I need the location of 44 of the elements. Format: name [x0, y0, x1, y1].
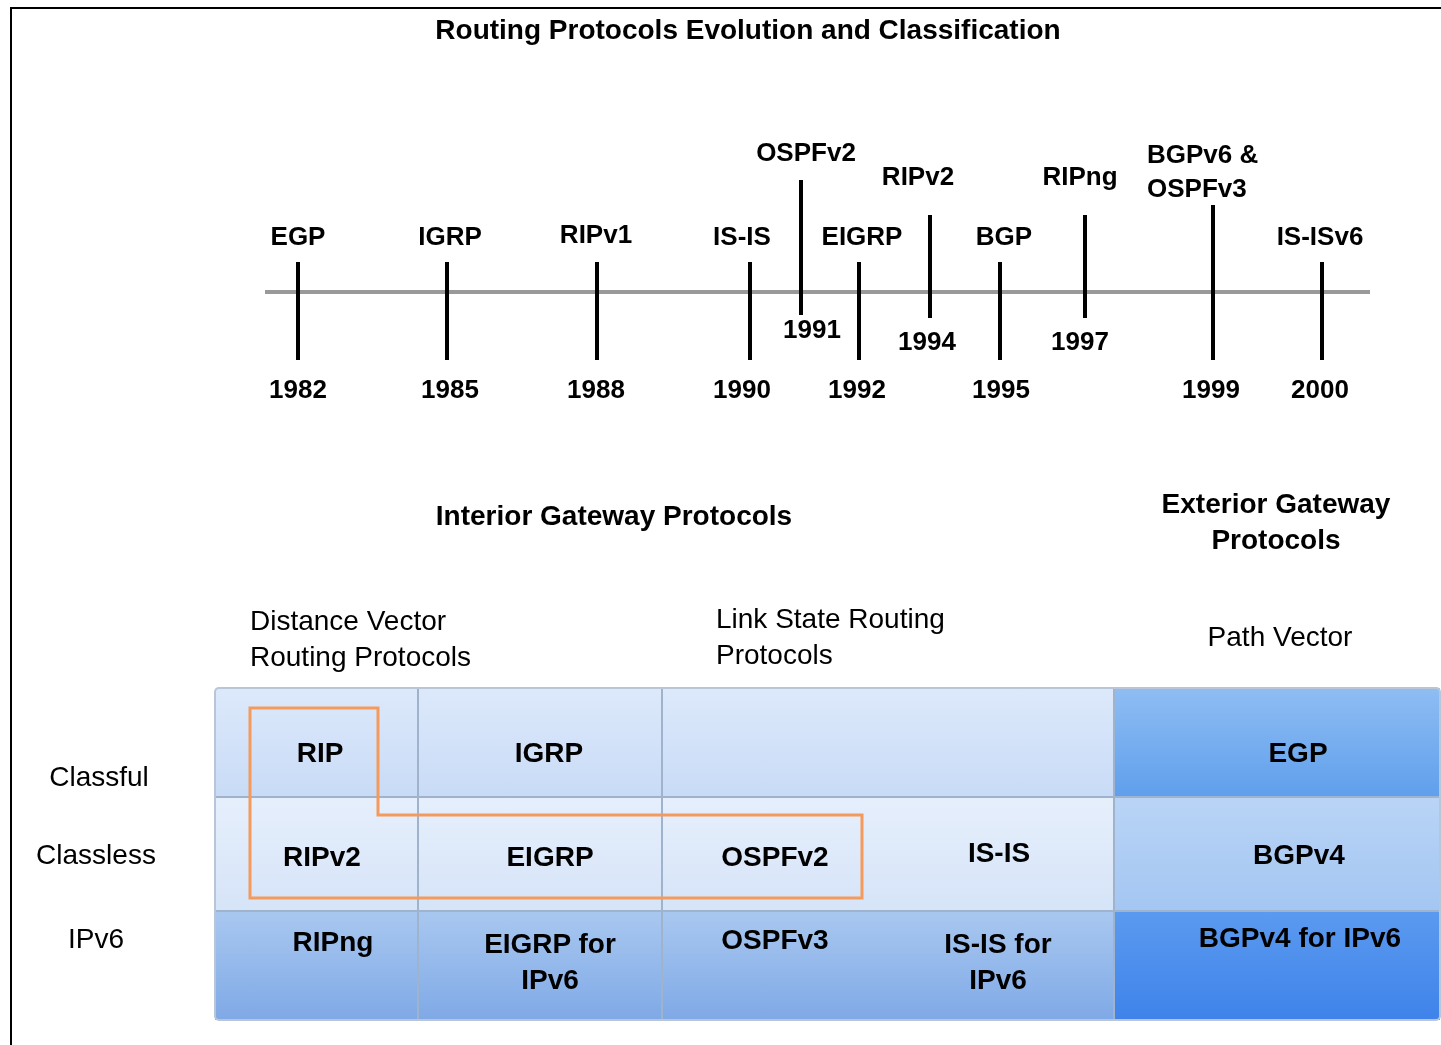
column-heading: Link State Routing Protocols — [716, 602, 946, 673]
protocol-name: IS-IS for IPv6 — [943, 926, 1053, 997]
year-label: 1985 — [421, 373, 479, 407]
row-heading: Classful — [49, 759, 149, 794]
group-heading: Exterior Gateway Protocols — [1160, 486, 1392, 557]
protocol-name: OSPFv3 — [721, 922, 829, 957]
protocol-name: RIP — [296, 735, 344, 770]
protocol-name: IGRP — [514, 735, 584, 770]
protocol-name: IGRP — [418, 220, 482, 254]
protocol-name: EIGRP for IPv6 — [483, 926, 617, 997]
row-heading: IPv6 — [68, 921, 124, 956]
protocol-name: RIPv1 — [559, 218, 633, 252]
row-heading: Classless — [36, 837, 156, 872]
protocol-name: OSPFv2 — [756, 136, 856, 170]
protocol-name: IS-IS — [967, 835, 1031, 870]
year-label: 1999 — [1182, 373, 1240, 407]
protocol-name: BGPv6 & OSPFv3 — [1147, 138, 1260, 205]
year-label: 1990 — [713, 373, 771, 407]
protocol-name: EGP — [1268, 735, 1328, 770]
year-label: 1991 — [783, 313, 841, 347]
column-heading: Distance Vector Routing Protocols — [250, 604, 472, 675]
year-label: 1982 — [269, 373, 327, 407]
protocol-name: IS-IS — [713, 220, 771, 254]
protocol-name: BGPv4 — [1253, 837, 1345, 872]
protocol-name: RIPv2 — [881, 160, 955, 194]
group-heading: Interior Gateway Protocols — [435, 498, 793, 533]
protocol-name: BGP — [975, 220, 1033, 254]
year-label: 2000 — [1291, 373, 1349, 407]
year-label: 1988 — [567, 373, 625, 407]
protocol-name: RIPng — [1042, 160, 1118, 194]
protocol-name: BGPv4 for IPv6 — [1197, 920, 1403, 955]
year-label: 1992 — [828, 373, 886, 407]
protocol-name: EGP — [270, 220, 326, 254]
protocol-name: EIGRP — [506, 839, 594, 874]
column-heading: Path Vector — [1207, 619, 1353, 654]
year-label: 1995 — [972, 373, 1030, 407]
diagram-title: Routing Protocols Evolution and Classification — [435, 12, 1061, 47]
protocol-name: RIPv2 — [283, 839, 361, 874]
protocol-name: OSPFv2 — [721, 839, 829, 874]
year-label: 1997 — [1051, 325, 1109, 359]
year-label: 1994 — [898, 325, 956, 359]
protocol-name: RIPng — [292, 924, 374, 959]
protocol-name: EIGRP — [821, 220, 903, 254]
protocol-name: IS-ISv6 — [1276, 220, 1364, 254]
